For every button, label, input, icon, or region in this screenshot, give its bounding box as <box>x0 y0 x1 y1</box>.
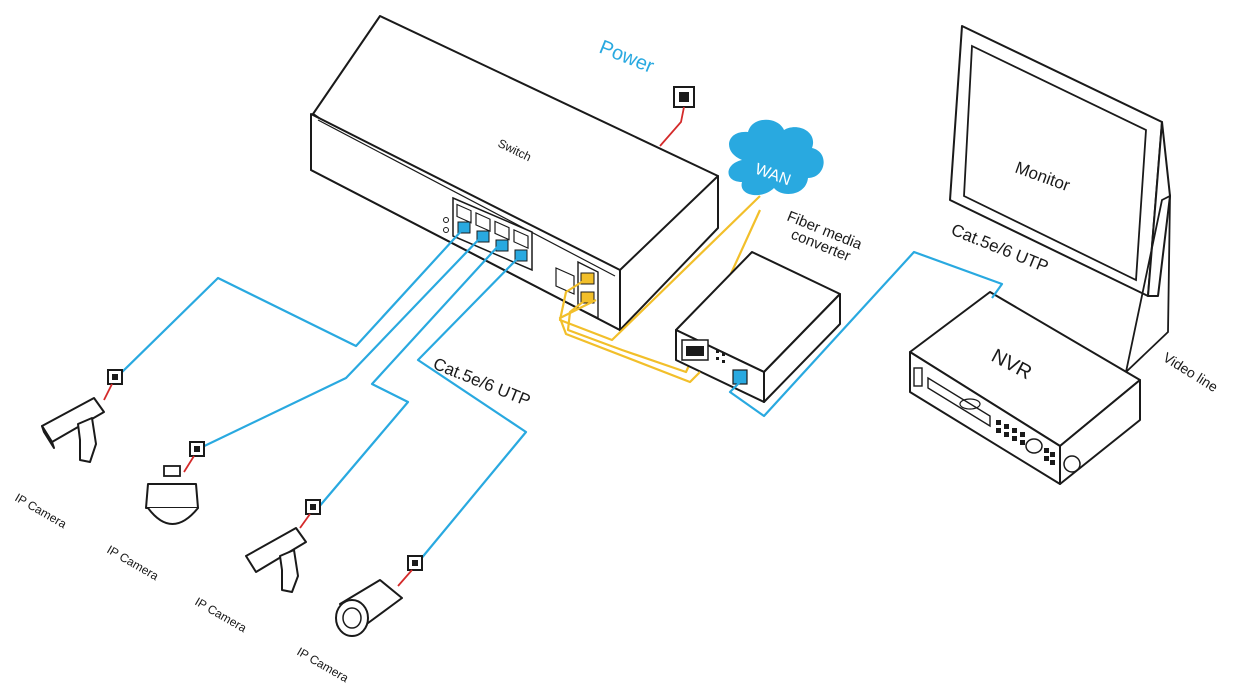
dome-camera-icon <box>145 441 205 525</box>
nvr-device: NVR <box>909 291 1141 485</box>
camera2-label: IP Camera <box>105 542 162 583</box>
box-camera-icon <box>41 369 123 463</box>
power-label: Power <box>596 36 657 78</box>
box-camera-icon <box>245 499 321 593</box>
bullet-camera-icon <box>335 555 423 637</box>
camera3-label: IP Camera <box>193 594 250 635</box>
switch-ports <box>443 196 599 320</box>
cloud-icon: WAN <box>728 119 824 196</box>
monitor-device: Monitor <box>949 25 1171 375</box>
camera4-label: IP Camera <box>295 644 352 685</box>
video-line-label: Video line <box>1160 349 1221 395</box>
power-socket-icon <box>673 86 695 108</box>
camera1-label: IP Camera <box>13 490 70 531</box>
switch-device: Switch <box>310 15 719 331</box>
